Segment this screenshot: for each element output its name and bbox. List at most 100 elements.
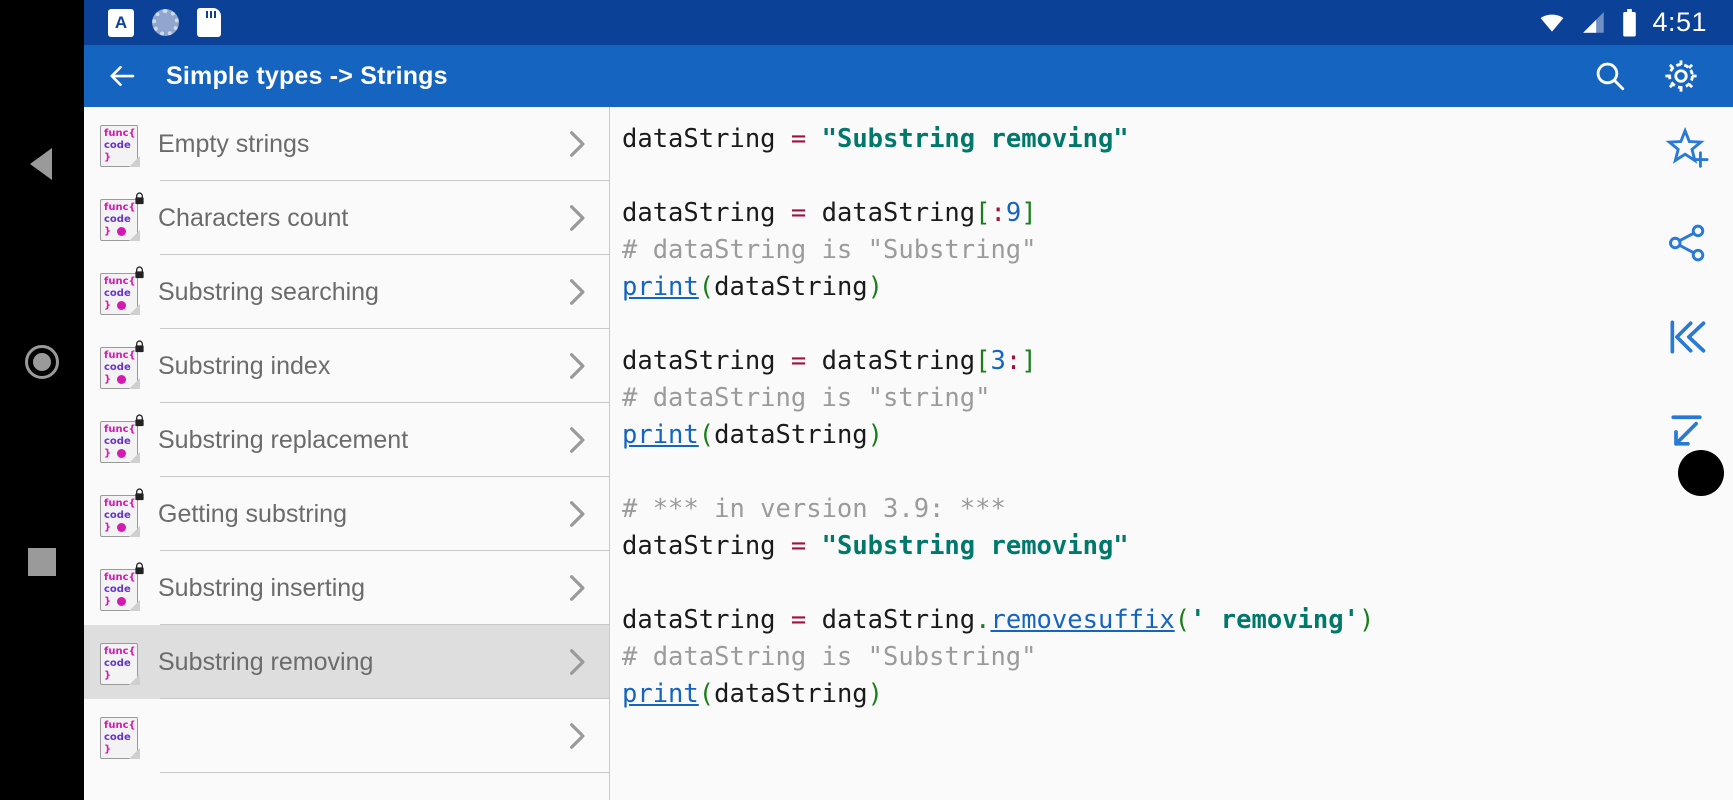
list-separator	[160, 772, 609, 773]
list-separator	[160, 180, 609, 181]
chevron-right-icon[interactable]	[561, 125, 591, 163]
code-text	[806, 531, 821, 561]
list-item[interactable]: func{code}Characters count	[84, 181, 609, 255]
code-text: dataString	[622, 605, 791, 635]
cellular-signal-icon	[1583, 11, 1605, 33]
chevron-right-icon[interactable]	[561, 717, 591, 755]
unlocked-dot	[117, 523, 126, 532]
code-operator: =	[790, 531, 807, 561]
code-operator: :	[990, 198, 1006, 228]
code-link[interactable]: removesuffix	[990, 605, 1175, 635]
gear-icon[interactable]	[1663, 58, 1699, 94]
sync-icon	[152, 9, 179, 36]
code-operator: =	[790, 605, 807, 635]
code-link[interactable]: print	[622, 420, 699, 450]
code-bracket: [	[975, 346, 991, 376]
chevron-right-icon[interactable]	[561, 199, 591, 237]
code-bracket: [	[975, 198, 991, 228]
code-link[interactable]: print	[622, 272, 699, 302]
code-file-icon: func{code}	[100, 639, 140, 685]
code-bracket: ]	[1021, 198, 1037, 228]
list-item[interactable]: func{code}Getting substring	[84, 477, 609, 551]
back-arrow-icon[interactable]	[84, 61, 162, 91]
list-separator	[160, 624, 609, 625]
code-number: 9	[1005, 198, 1022, 228]
chevron-right-icon[interactable]	[561, 273, 591, 311]
list-item[interactable]: func{code}Substring replacement	[84, 403, 609, 477]
lock-icon	[135, 414, 144, 427]
app-screen: A 4:51	[84, 0, 1733, 800]
list-item[interactable]: func{code}Substring searching	[84, 255, 609, 329]
list-separator	[160, 550, 609, 551]
home-circle-icon[interactable]	[25, 345, 59, 379]
list-item-label: Substring searching	[158, 277, 379, 306]
code-string: "Substring removing"	[821, 124, 1129, 154]
code-comment: # *** in version 3.9: ***	[622, 494, 1006, 524]
status-bar-left-icons: A	[84, 8, 221, 37]
share-icon[interactable]	[1663, 219, 1711, 267]
search-icon[interactable]	[1593, 59, 1627, 93]
list-item-label: Getting substring	[158, 499, 347, 528]
list-item-label: Empty strings	[158, 129, 310, 158]
system-navigation-bar	[0, 0, 84, 800]
lock-icon	[135, 266, 144, 279]
chevron-right-icon[interactable]	[561, 569, 591, 607]
list-item-label: Substring inserting	[158, 573, 366, 602]
chevron-right-icon[interactable]	[561, 643, 591, 681]
code-panel[interactable]: dataString = "Substring removing" dataSt…	[609, 107, 1641, 800]
code-text: dataString	[714, 420, 868, 450]
code-operator: =	[790, 198, 807, 228]
code-text: dataString	[622, 198, 791, 228]
code-paren: (	[1174, 605, 1191, 635]
skip-to-start-icon[interactable]	[1663, 313, 1711, 361]
unlocked-dot	[117, 301, 126, 310]
chevron-right-icon[interactable]	[561, 495, 591, 533]
code-text: dataString	[714, 679, 868, 709]
code-block: dataString = "Substring removing" dataSt…	[622, 121, 1641, 713]
code-paren: (	[698, 420, 715, 450]
code-number: 3	[990, 346, 1006, 376]
list-item[interactable]: func{code}Substring removing	[84, 625, 609, 699]
page-title: Simple types -> Strings	[166, 61, 448, 90]
back-triangle-icon[interactable]	[30, 148, 52, 180]
unlocked-dot	[117, 375, 126, 384]
code-paren: )	[1358, 605, 1375, 635]
code-link[interactable]: print	[622, 679, 699, 709]
app-bar: Simple types -> Strings	[84, 45, 1733, 107]
chevron-right-icon[interactable]	[561, 347, 591, 385]
list-separator	[160, 328, 609, 329]
list-item[interactable]: func{code}Substring index	[84, 329, 609, 403]
unlocked-dot	[117, 449, 126, 458]
code-file-icon: func{code}	[100, 192, 144, 241]
list-separator	[160, 254, 609, 255]
code-paren: (	[698, 679, 715, 709]
list-item[interactable]: func{code} Empty strings	[84, 107, 609, 181]
recents-square-icon[interactable]	[28, 548, 56, 576]
code-file-icon: func{code}	[100, 121, 140, 167]
code-file-icon: func{code}	[100, 713, 140, 759]
list-separator	[160, 698, 609, 699]
code-dot: .	[975, 605, 991, 635]
topic-list[interactable]: func{code} Empty strings func{code}Charact…	[84, 107, 609, 800]
unlocked-dot	[117, 227, 126, 236]
code-operator: =	[790, 346, 807, 376]
unlocked-dot	[117, 597, 126, 606]
add-to-favorites-icon[interactable]	[1663, 125, 1711, 173]
code-bracket: ]	[1021, 346, 1037, 376]
code-comment: # dataString is "string"	[622, 383, 991, 413]
chevron-right-icon[interactable]	[561, 421, 591, 459]
code-file-icon: func{code}	[100, 414, 144, 463]
home-circle-inner	[33, 353, 51, 371]
code-text: dataString	[806, 346, 976, 376]
list-item[interactable]: func{code}Substring inserting	[84, 551, 609, 625]
code-text: dataString	[622, 124, 791, 154]
insert-arrow-icon[interactable]	[1663, 407, 1711, 455]
status-bar-right-icons: 4:51	[1537, 7, 1733, 38]
code-text	[806, 124, 821, 154]
assistant-badge-icon: A	[108, 8, 134, 37]
list-item[interactable]: func{code}	[84, 699, 609, 773]
code-string: ' removing'	[1190, 605, 1359, 635]
code-paren: (	[698, 272, 715, 302]
code-text: dataString	[714, 272, 868, 302]
